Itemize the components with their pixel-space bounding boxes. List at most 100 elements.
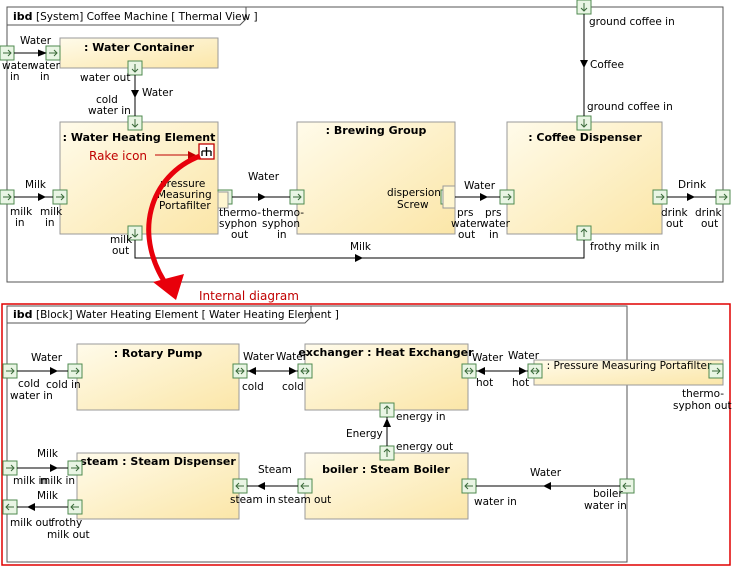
svg-text:water: water — [451, 218, 482, 230]
svg-text:water in: water in — [10, 390, 53, 402]
brewing-group-label: : Brewing Group — [326, 124, 427, 137]
svg-text:Water: Water — [464, 180, 496, 192]
bottom-ibd-frame: ibd [Block] Water Heating Element [ Wate… — [6, 305, 628, 563]
svg-text:hot: hot — [476, 377, 493, 389]
svg-text:ground coffee in: ground coffee in — [587, 101, 673, 113]
svg-text:Screw: Screw — [397, 199, 429, 211]
water-container-label: : Water Container — [84, 41, 195, 54]
svg-text:drink: drink — [695, 207, 723, 219]
svg-text:in: in — [277, 229, 287, 241]
top-connectors — [14, 14, 716, 262]
svg-text:cold: cold — [18, 378, 40, 390]
steam-boiler-block[interactable]: boiler : Steam Boiler — [304, 452, 469, 520]
svg-text:exchanger : Heat Exchanger: exchanger : Heat Exchanger — [298, 346, 474, 359]
svg-text:: Rotary Pump: : Rotary Pump — [114, 347, 203, 360]
rake-pointer-head — [188, 151, 196, 159]
svg-text:out: out — [701, 218, 718, 230]
svg-text:milk in: milk in — [13, 475, 48, 487]
svg-text:in: in — [15, 217, 25, 229]
svg-text:energy out: energy out — [396, 441, 453, 453]
svg-text:milk out: milk out — [47, 529, 90, 541]
svg-text:milk: milk — [110, 234, 133, 246]
svg-text:water in: water in — [584, 500, 627, 512]
svg-text:Water: Water — [276, 351, 308, 363]
svg-text:water: water — [2, 60, 33, 72]
svg-text:syphon: syphon — [219, 218, 257, 230]
bottom-frame-title: [Block] Water Heating Element [ Water He… — [36, 309, 339, 321]
svg-text:dispersion: dispersion — [387, 187, 441, 199]
svg-text:out: out — [666, 218, 683, 230]
svg-text:water in: water in — [474, 496, 517, 508]
svg-text:Water: Water — [508, 350, 540, 362]
svg-text:pressure: pressure — [160, 178, 205, 190]
heat-exchanger-block[interactable]: exchanger : Heat Exchanger — [298, 343, 474, 411]
svg-text:Steam: Steam — [258, 464, 292, 476]
svg-text:thermo-: thermo- — [262, 207, 304, 219]
steam-dispenser-block[interactable]: steam : Steam Dispenser — [76, 452, 240, 520]
water-heating-element-block[interactable]: : Water Heating Element — [59, 121, 219, 235]
svg-text:frothy: frothy — [51, 517, 82, 529]
top-frame-kind: ibd — [13, 10, 33, 23]
svg-text:boiler: boiler — [593, 488, 623, 500]
svg-text:Water: Water — [31, 352, 63, 364]
svg-text:milk: milk — [40, 206, 63, 218]
pressure-portafilter-block[interactable]: : Pressure Measuring Portafilter — [533, 359, 724, 386]
svg-text:Water: Water — [248, 171, 280, 183]
svg-text:water: water — [30, 60, 61, 72]
svg-text:energy in: energy in — [396, 411, 446, 423]
svg-text:prs: prs — [485, 207, 501, 219]
svg-text:milk out: milk out — [10, 517, 53, 529]
svg-text:water in: water in — [88, 105, 131, 117]
svg-text:Milk: Milk — [37, 448, 59, 460]
water-container-block[interactable]: : Water Container — [59, 37, 219, 69]
svg-text:Milk: Milk — [25, 179, 47, 191]
brewing-group-block[interactable]: : Brewing Group — [296, 121, 456, 235]
svg-text:Milk: Milk — [350, 241, 372, 253]
svg-text:: Pressure Measuring Portafilt: : Pressure Measuring Portafilter — [547, 360, 712, 372]
svg-text:in: in — [489, 229, 499, 241]
svg-text:cold: cold — [242, 381, 264, 393]
svg-text:steam out: steam out — [278, 494, 331, 506]
svg-text:in: in — [40, 71, 50, 83]
water-heating-label: : Water Heating Element — [63, 131, 216, 144]
rake-icon-annotation: Rake icon — [89, 149, 147, 163]
bottom-port-arrows — [5, 367, 721, 511]
svg-text:cold: cold — [96, 94, 118, 106]
coffee-dispenser-label: : Coffee Dispenser — [528, 131, 642, 144]
svg-text:Drink: Drink — [678, 179, 707, 191]
internal-diagram-annotation: Internal diagram — [199, 289, 299, 303]
bottom-labels: Water cold water in cold in Water Water … — [10, 350, 732, 541]
zoom-arrow — [146, 153, 201, 300]
internal-diagram-highlight — [1, 303, 731, 566]
coffee-dispenser-block[interactable]: : Coffee Dispenser — [506, 121, 663, 235]
svg-text:Water: Water — [142, 87, 174, 99]
rotary-pump-block[interactable]: : Rotary Pump — [76, 343, 240, 411]
rake-icon[interactable] — [198, 143, 215, 160]
svg-text:in: in — [10, 71, 20, 83]
top-frame-title: [System] Coffee Machine [ Thermal View ] — [36, 11, 258, 23]
svg-text:frothy milk in: frothy milk in — [590, 241, 660, 253]
svg-text:Water: Water — [472, 352, 504, 364]
dispersion-part-stub — [442, 185, 456, 209]
svg-text:Coffee: Coffee — [590, 59, 624, 71]
svg-text:boiler : Steam Boiler: boiler : Steam Boiler — [322, 463, 450, 476]
svg-text:Milk: Milk — [37, 490, 59, 502]
svg-text:thermo-: thermo- — [682, 388, 724, 400]
svg-text:thermo-: thermo- — [219, 207, 261, 219]
svg-text:Water: Water — [243, 351, 275, 363]
svg-text:cold in: cold in — [46, 379, 81, 391]
svg-text:out: out — [112, 245, 129, 257]
svg-text:milk: milk — [10, 206, 33, 218]
bottom-frame-kind: ibd — [13, 308, 33, 321]
svg-text:cold: cold — [282, 381, 304, 393]
svg-text:Water: Water — [20, 35, 52, 47]
top-port-arrows — [3, 3, 728, 238]
top-labels: Water water in water in water out Water … — [2, 16, 723, 257]
svg-text:syphon: syphon — [262, 218, 300, 230]
svg-text:ground coffee in: ground coffee in — [589, 16, 675, 28]
svg-text:steam : Steam Dispenser: steam : Steam Dispenser — [80, 455, 236, 468]
svg-text:hot: hot — [512, 377, 529, 389]
svg-text:Measuring: Measuring — [157, 189, 212, 201]
svg-text:syphon out: syphon out — [673, 400, 732, 412]
